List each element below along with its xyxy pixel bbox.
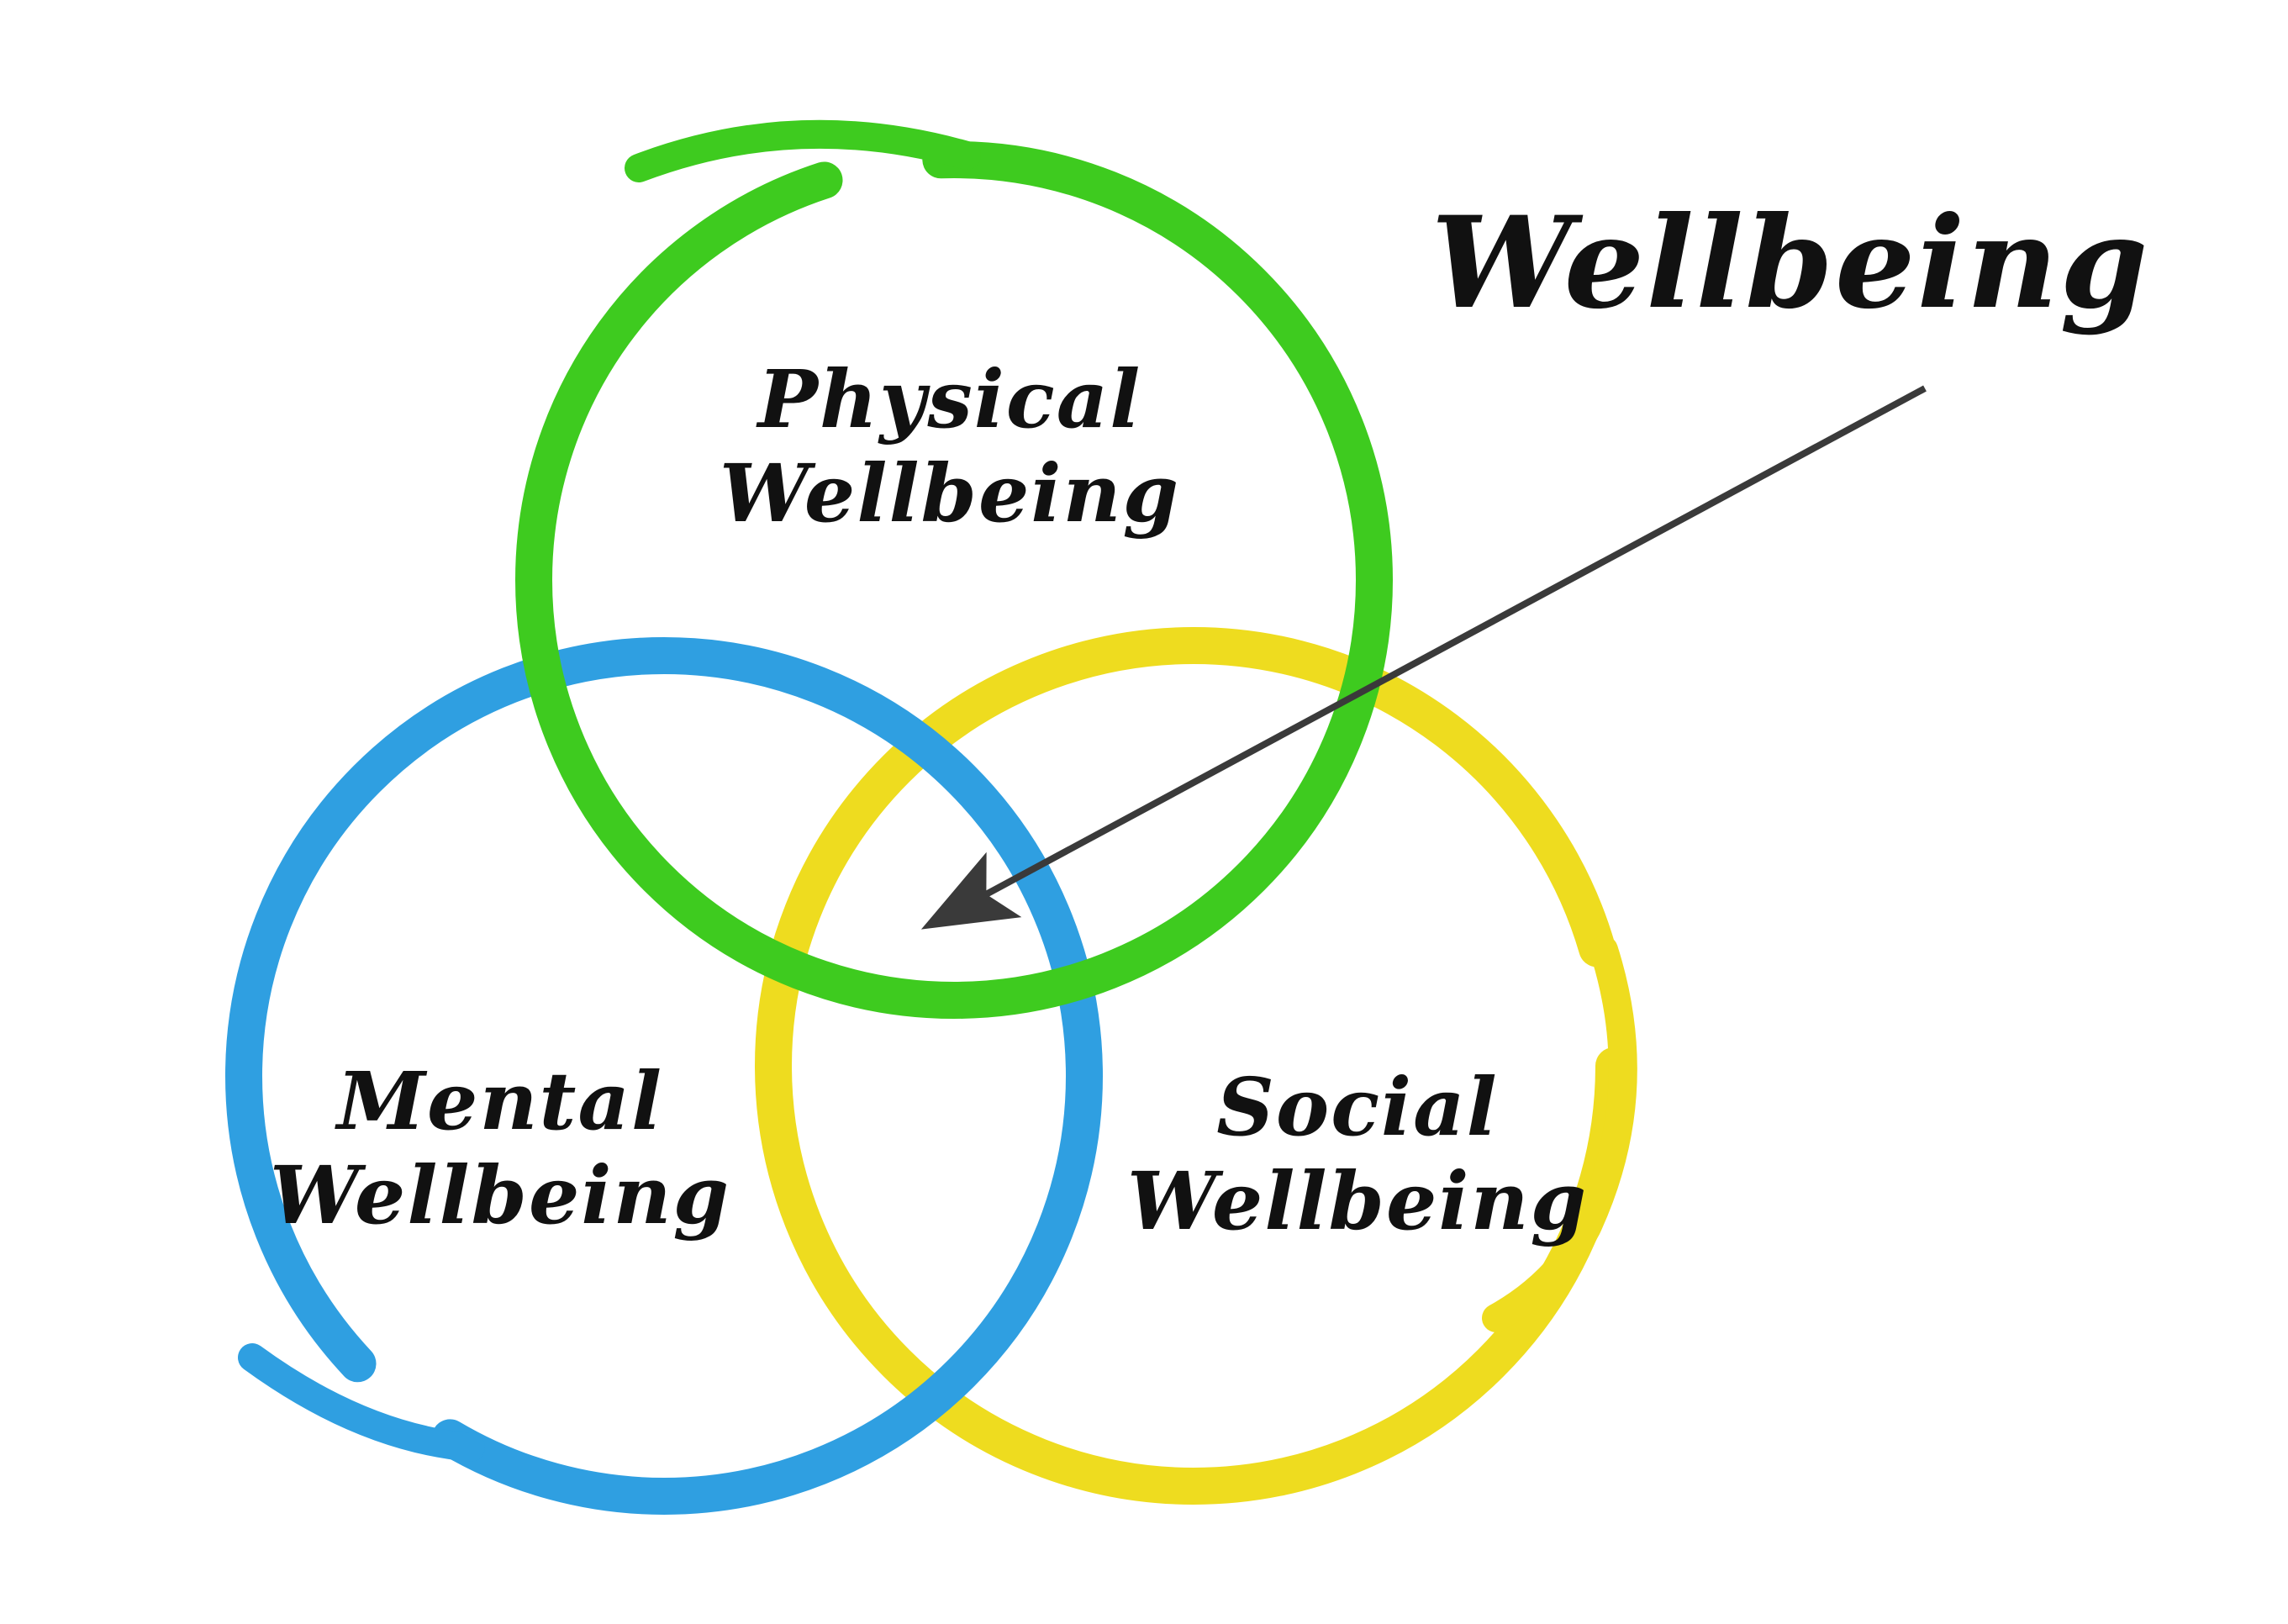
mental-label: Mental Wellbeing bbox=[122, 1055, 878, 1243]
mental-label-line2: Wellbeing bbox=[269, 1149, 730, 1243]
mental-circle bbox=[225, 637, 1103, 1515]
physical-label: Physical Wellbeing bbox=[572, 353, 1328, 541]
diagram-title: Wellbeing bbox=[1387, 189, 2194, 338]
mental-circle-group bbox=[225, 637, 1103, 1515]
mental-label-line1: Mental bbox=[336, 1055, 664, 1148]
social-circle-brush-tail bbox=[1482, 936, 1637, 1332]
mental-circle-brush-tail bbox=[238, 1343, 485, 1462]
physical-circle bbox=[515, 141, 1393, 1019]
social-label-line1: Social bbox=[1216, 1061, 1499, 1154]
social-label: Social Wellbeing bbox=[979, 1061, 1736, 1249]
diagram-title-text: Wellbeing bbox=[1431, 189, 2150, 337]
physical-circle-brush-tail bbox=[625, 119, 981, 182]
social-circle-group bbox=[755, 627, 1637, 1505]
physical-label-line1: Physical bbox=[757, 353, 1142, 446]
physical-label-line2: Wellbeing bbox=[719, 447, 1180, 541]
physical-circle-group bbox=[515, 119, 1393, 1019]
pointer-arrow bbox=[920, 385, 1927, 930]
social-label-line2: Wellbeing bbox=[1126, 1155, 1588, 1249]
